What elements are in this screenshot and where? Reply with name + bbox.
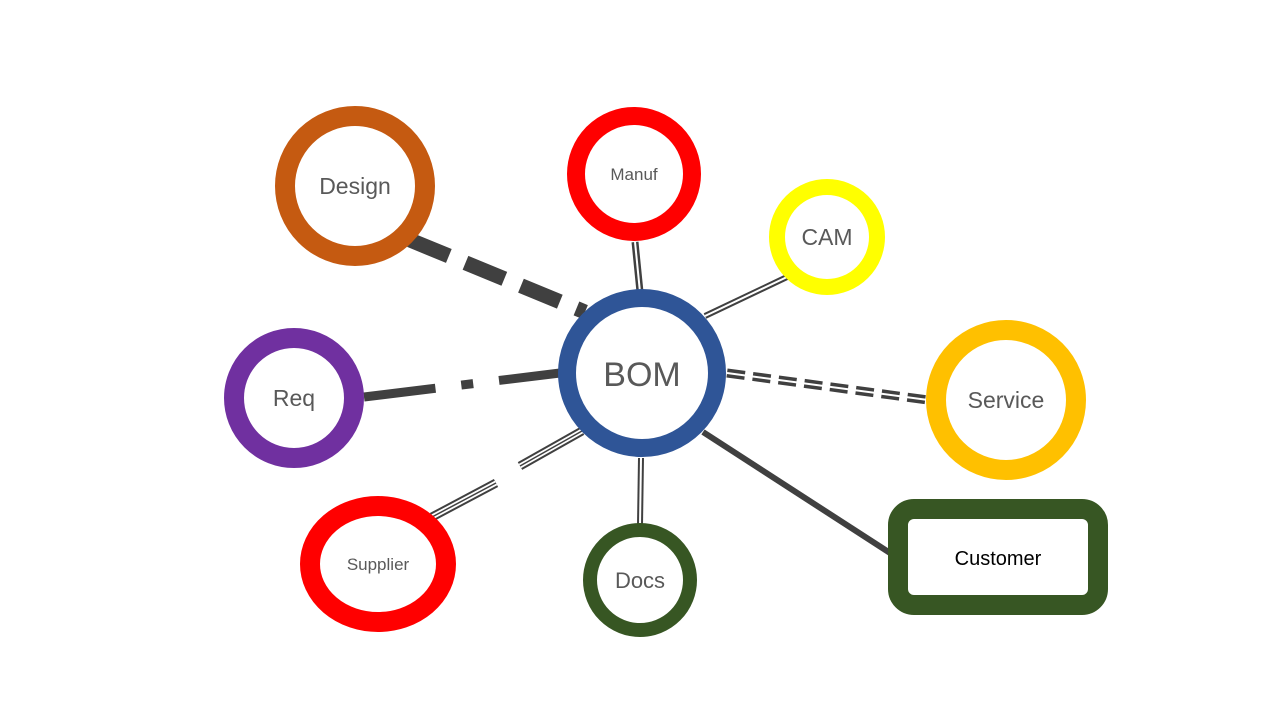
node-manuf-label: Manuf	[610, 165, 658, 184]
node-manuf-ring	[567, 107, 701, 241]
connectors	[363, 233, 929, 556]
node-manuf[interactable]: Manuf	[567, 107, 701, 241]
node-customer-label: Customer	[955, 548, 1042, 570]
connector-cam	[703, 274, 789, 319]
node-customer-box	[888, 499, 1108, 615]
node-customer[interactable]: Customer	[888, 499, 1108, 615]
node-bom-hub[interactable]: BOM	[558, 289, 726, 457]
node-req[interactable]: Req	[224, 328, 364, 468]
node-cam-label: CAM	[801, 224, 852, 250]
node-supplier-ring	[300, 496, 456, 632]
node-design-label: Design	[319, 173, 391, 199]
connector-service	[726, 368, 929, 405]
node-design[interactable]: Design	[275, 106, 435, 266]
connector-req	[363, 368, 561, 402]
node-cam-ring	[769, 179, 885, 295]
connector-customer	[701, 429, 892, 556]
node-supplier-label: Supplier	[347, 555, 410, 574]
nodes: Design Manuf CAM Req Service Supplier Do…	[224, 106, 1108, 637]
node-bom-ring	[558, 289, 726, 457]
node-docs-ring	[583, 523, 697, 637]
node-req-ring	[224, 328, 364, 468]
node-req-label: Req	[273, 385, 315, 411]
node-service-ring	[926, 320, 1086, 480]
node-docs[interactable]: Docs	[583, 523, 697, 637]
node-bom-label: BOM	[603, 356, 680, 394]
connector-manuf	[631, 241, 644, 293]
node-service-label: Service	[968, 387, 1045, 413]
connector-design	[407, 233, 588, 319]
node-cam[interactable]: CAM	[769, 179, 885, 295]
node-service[interactable]: Service	[926, 320, 1086, 480]
connector-supplier	[429, 427, 585, 521]
node-design-ring	[275, 106, 435, 266]
node-supplier[interactable]: Supplier	[300, 496, 456, 632]
connector-docs	[637, 457, 644, 526]
node-docs-label: Docs	[615, 568, 665, 593]
